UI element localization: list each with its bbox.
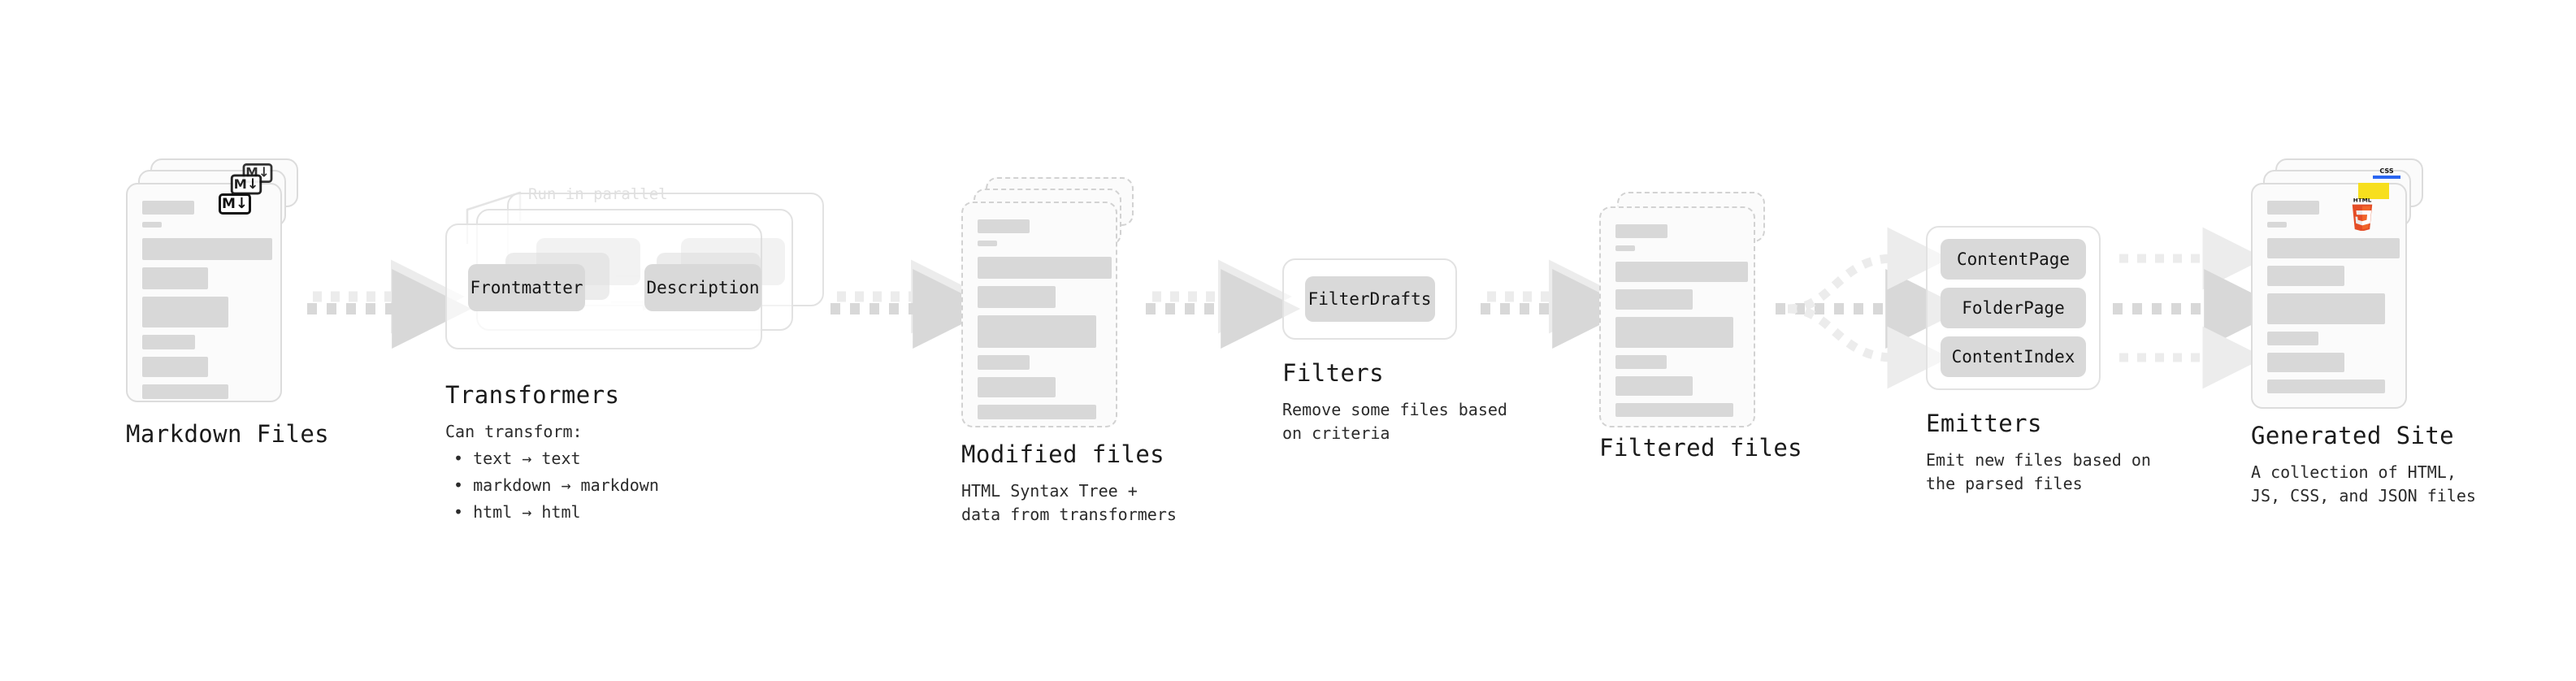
transformer-node-frontmatter[interactable]: Frontmatter [468,264,585,311]
transformers-bullet-0: • text → text [453,449,581,468]
stage-markdown-files: M↓ M↓ M↓ Markdown Files [126,158,329,448]
filters-groupbox: FilterDrafts [1282,258,1457,340]
stage-title-markdown-files: Markdown Files [126,420,330,448]
transformers-bullet-list: • text → text • markdown → markdown • ht… [445,447,827,524]
doc-skeleton-lines [978,219,1112,427]
run-in-parallel-label: Run in parallel [528,185,668,203]
site-doc-front [2251,183,2407,409]
stage-title-filters: Filters [1282,359,1385,387]
stage-filters: FilterDrafts Filters Remove some files b… [1282,258,1507,445]
stage-title-emitters: Emitters [1926,410,2042,437]
css3-icon: CSS [2373,167,2400,179]
stage-title-generated-site: Generated Site [2251,422,2455,449]
emitter-node-contentpage[interactable]: ContentPage [1941,239,2086,280]
stage-emitters: ContentPage FolderPage ContentIndex Emit… [1926,226,2151,496]
doc-skeleton-lines [142,201,272,406]
transformer-node-description[interactable]: Description [644,264,761,311]
filters-subtitle: Remove some files based on criteria [1282,400,1507,443]
emitters-subtitle: Emit new files based on the parsed files [1926,450,2151,493]
doc-skeleton-lines [1615,224,1748,424]
stage-title-modified-files: Modified files [961,440,1165,468]
html5-icon: HTML [2348,197,2376,232]
emitter-node-contentindex[interactable]: ContentIndex [1941,336,2086,377]
markdown-file-stack: M↓ M↓ M↓ [126,158,298,402]
markdown-doc-front [126,183,282,402]
transformers-bullet-1: • markdown → markdown [453,475,659,495]
stage-generated-site: CSS HTML Generated Site A collection of … [2251,158,2476,508]
stage-title-filtered-files: Filtered files [1599,434,1803,462]
filter-node-filterdrafts[interactable]: FilterDrafts [1304,276,1435,322]
stage-transformers: Frontmatter Description Transformers Can… [445,193,827,524]
transformers-group-stack: Frontmatter Description [445,193,827,363]
stage-title-transformers: Transformers [445,381,620,409]
stage-filtered-files: Filtered files [1599,192,1802,462]
markdown-icon-back-1: M↓ [230,174,262,195]
emitter-node-folderpage[interactable]: FolderPage [1941,288,2086,328]
svg-text:HTML: HTML [2353,198,2372,204]
filtered-doc-front [1599,206,1755,427]
generated-site-stack: CSS HTML [2251,158,2423,409]
modified-file-stack [961,177,1134,427]
arrow-transformers-to-modified [830,259,993,349]
modified-files-subtitle: HTML Syntax Tree + data from transformer… [961,481,1177,524]
generated-site-subtitle: A collection of HTML, JS, CSS, and JSON … [2251,462,2476,505]
stage-modified-files: Modified files HTML Syntax Tree + data f… [961,177,1177,527]
transformers-subtitle: Can transform: [445,422,583,441]
transformers-bullet-2: • html → html [453,502,581,522]
modified-doc-front [961,202,1117,427]
javascript-icon [2358,183,2389,199]
emitters-groupbox: ContentPage FolderPage ContentIndex [1926,226,2101,390]
filtered-file-stack [1599,192,1772,427]
doc-skeleton-lines [2267,201,2400,401]
markdown-icon: M↓ [219,193,251,215]
